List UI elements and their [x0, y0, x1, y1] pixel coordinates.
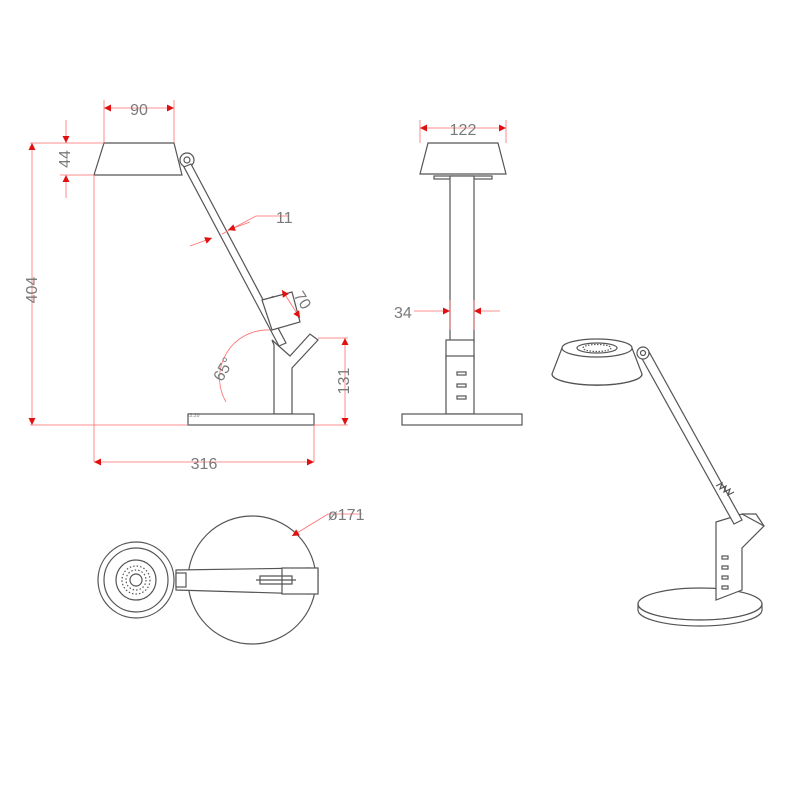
- dim-label-171: ø171: [328, 507, 365, 524]
- persp-base: [637, 603, 763, 627]
- front-shade: [419, 142, 507, 175]
- front-view: 122 34: [394, 120, 523, 426]
- side-arm: [183, 163, 287, 347]
- top-spring: [256, 575, 296, 585]
- persp-arm: [639, 349, 743, 525]
- dim-label-11: 11: [276, 210, 293, 227]
- top-shade-outer: [97, 541, 175, 619]
- perspective-view: [551, 338, 765, 627]
- persp-column: [715, 513, 765, 601]
- dim-label-316: 316: [191, 456, 218, 473]
- dim-label-122: 122: [450, 122, 477, 139]
- front-base: [401, 413, 523, 426]
- dim-label-70: 70: [290, 289, 314, 313]
- dim-label-90: 90: [130, 102, 148, 119]
- side-shade: [93, 142, 183, 176]
- side-base: [187, 413, 315, 426]
- front-column: [449, 175, 475, 343]
- dim-label-34: 34: [394, 305, 412, 322]
- top-hinge: [281, 567, 319, 595]
- front-lower-column: [445, 355, 475, 415]
- dim-arc-65: [219, 329, 271, 403]
- persp-joint: [636, 346, 650, 360]
- side-column: [271, 333, 319, 415]
- dim-label-404: 404: [24, 277, 41, 304]
- side-view: 90 44 404 11 70 65° 131 12.20 316: [24, 100, 353, 473]
- dim-label-65: 65°: [211, 355, 238, 384]
- top-view: ø171: [97, 507, 365, 645]
- dim-label-12-20: 12.20: [187, 413, 200, 419]
- dim-label-131: 131: [336, 368, 353, 395]
- dim-label-44: 44: [57, 150, 74, 168]
